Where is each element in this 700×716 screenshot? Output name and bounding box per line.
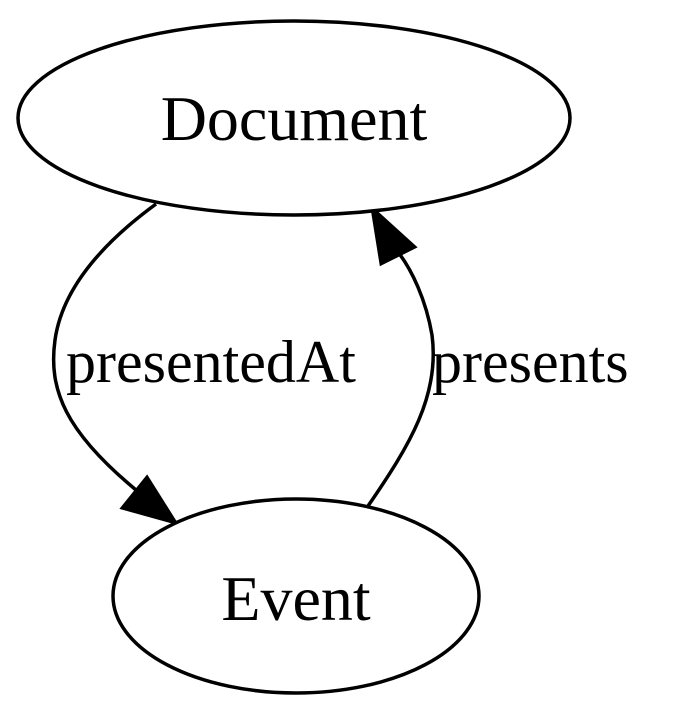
node-document-shape	[16, 19, 572, 217]
edge-presents-arrowhead	[369, 204, 418, 267]
edge-presents-line	[366, 250, 435, 507]
edge-presents-label: presents	[432, 329, 629, 395]
edge-presented-at-line	[51, 202, 158, 492]
edge-presented-at-arrowhead	[119, 474, 180, 526]
edge-presented-at: presentedAt	[51, 202, 356, 526]
node-event: Event	[111, 497, 481, 695]
node-event-shape	[111, 497, 481, 695]
node-document: Document	[16, 19, 572, 217]
edge-presented-at-label: presentedAt	[66, 329, 356, 395]
node-event-label: Event	[221, 563, 371, 634]
node-document-label: Document	[161, 83, 428, 154]
edge-presents: presents	[366, 204, 629, 507]
